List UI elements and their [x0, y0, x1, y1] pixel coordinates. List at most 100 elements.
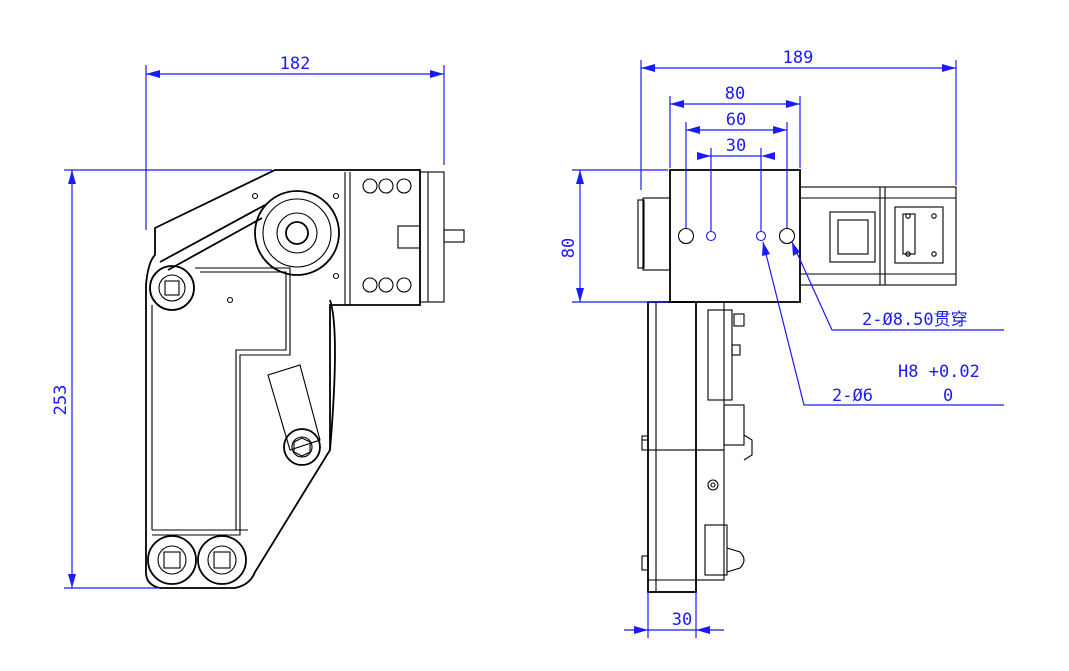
front-arm-inner	[152, 267, 291, 536]
side-mech-screw-inner	[710, 482, 716, 488]
front-idler-top-inner	[158, 274, 186, 302]
side-tab-1	[641, 435, 649, 451]
side-dim-v80-arrow-top	[576, 170, 584, 184]
front-tension-roller-hex	[293, 437, 311, 457]
front-height-label: 253	[51, 385, 71, 416]
front-idler-bottom-left	[147, 535, 197, 585]
side-end-screw-4	[931, 251, 937, 257]
front-screw-6	[396, 277, 412, 293]
side-mech-1	[695, 301, 725, 451]
side-body-lower	[647, 449, 697, 593]
front-tension-roller-inner	[291, 436, 313, 458]
side-tolerance-label: H8 +0.02	[898, 362, 980, 382]
front-width-label: 182	[280, 54, 311, 74]
front-screw-3	[396, 178, 412, 194]
side-through-hole-left	[677, 227, 695, 245]
side-inner-spacing-label: 30	[726, 136, 746, 156]
side-tab-2	[641, 555, 649, 571]
front-tension-arm	[267, 364, 321, 451]
side-mech-screw	[707, 479, 719, 491]
side-dim-60-arrow-right	[773, 126, 787, 134]
front-idler-top	[149, 265, 195, 311]
front-dimensions: 182 253	[51, 54, 445, 589]
side-rail	[799, 186, 957, 286]
front-idler-top-hex	[164, 280, 180, 296]
front-screw-2	[378, 178, 394, 194]
side-dim-30-arrow-right	[761, 152, 775, 160]
front-idler-bottom-right-hex	[213, 551, 231, 569]
side-nozzle-2	[726, 547, 745, 573]
side-view	[637, 169, 957, 593]
side-outer-spacing-label: 80	[725, 84, 745, 104]
front-idler-bottom-right	[197, 535, 247, 585]
side-end-plate	[894, 206, 944, 264]
front-arm-inner-2	[200, 271, 287, 530]
front-small-hole-4	[226, 296, 234, 304]
side-dim-189-arrow-right	[942, 64, 956, 72]
side-nozzle-1	[743, 434, 753, 461]
side-slider-inner	[837, 219, 869, 255]
side-leader-pin	[762, 241, 1004, 406]
side-motor-flange	[642, 197, 671, 271]
side-pin-hole-left	[705, 230, 717, 242]
side-width-label: 189	[783, 48, 814, 68]
side-mech-4	[695, 449, 725, 581]
side-motor-flange-lip	[637, 199, 645, 269]
side-dimensions: 189 80 60 30 80 30	[559, 48, 1004, 638]
front-screw-5	[378, 277, 394, 293]
side-leader-through-arrow	[792, 242, 800, 256]
front-belt-top-2	[167, 217, 263, 271]
side-mount-block	[669, 169, 801, 303]
side-mech-2	[707, 309, 733, 401]
side-mid-spacing-label: 60	[726, 110, 746, 130]
side-through-hole-right	[778, 227, 796, 245]
front-small-hole-3	[332, 272, 340, 280]
side-dim-80-arrow-right	[786, 100, 800, 108]
front-screw-4	[362, 277, 378, 293]
front-shaft	[443, 229, 465, 243]
side-leader-pin-arrow	[762, 242, 770, 256]
side-bolt-mid	[731, 344, 741, 356]
front-dim-width-arrow-right	[430, 70, 444, 78]
front-drive-pulley	[254, 190, 340, 276]
front-drive-pulley-inner	[262, 198, 332, 268]
side-end-screw-3	[905, 251, 911, 257]
side-mech-5	[704, 524, 728, 576]
front-idler-bottom-left-hex	[163, 551, 181, 569]
front-tension-roller	[283, 428, 321, 466]
side-dim-b30-arrow-right	[696, 626, 710, 634]
side-dim-80-arrow-left	[670, 100, 684, 108]
front-gear-block	[419, 171, 445, 303]
side-end-screw-1	[905, 213, 911, 219]
side-pin-hole-right	[755, 230, 767, 242]
side-tolerance-lower: 0	[943, 386, 953, 406]
front-screw-1	[362, 178, 378, 194]
side-through-hole-callout: 2-Ø8.50贯穿	[862, 310, 968, 330]
front-view	[145, 169, 465, 589]
front-key	[397, 225, 421, 249]
front-idler-bottom-left-inner	[157, 545, 187, 575]
side-base-width-label: 30	[672, 610, 692, 630]
front-belt-top	[159, 204, 266, 263]
front-drive-pulley-hub	[276, 212, 318, 254]
side-dim-60-arrow-left	[686, 126, 700, 134]
side-dim-b30-arrow-left	[634, 626, 648, 634]
front-dim-height-arrow-bottom	[68, 574, 76, 588]
side-leader-through	[791, 241, 1004, 331]
front-dim-height-arrow-top	[68, 170, 76, 184]
side-mech-3	[723, 404, 745, 446]
side-dim-189-arrow-left	[641, 64, 655, 72]
side-pin-hole-callout: 2-Ø6	[832, 386, 873, 406]
side-slider	[829, 211, 876, 263]
front-belt-right	[329, 299, 336, 451]
front-body-outline	[145, 169, 421, 589]
side-end-screw-2	[931, 213, 937, 219]
front-small-hole-2	[332, 192, 340, 200]
side-block-height-label: 80	[559, 238, 579, 258]
front-idler-bottom-right-inner	[207, 545, 237, 575]
side-vertical-body	[647, 301, 697, 593]
front-dim-width-arrow-left	[146, 70, 160, 78]
front-drive-pulley-bore	[285, 221, 309, 245]
side-dim-v80-arrow-bottom	[576, 288, 584, 302]
